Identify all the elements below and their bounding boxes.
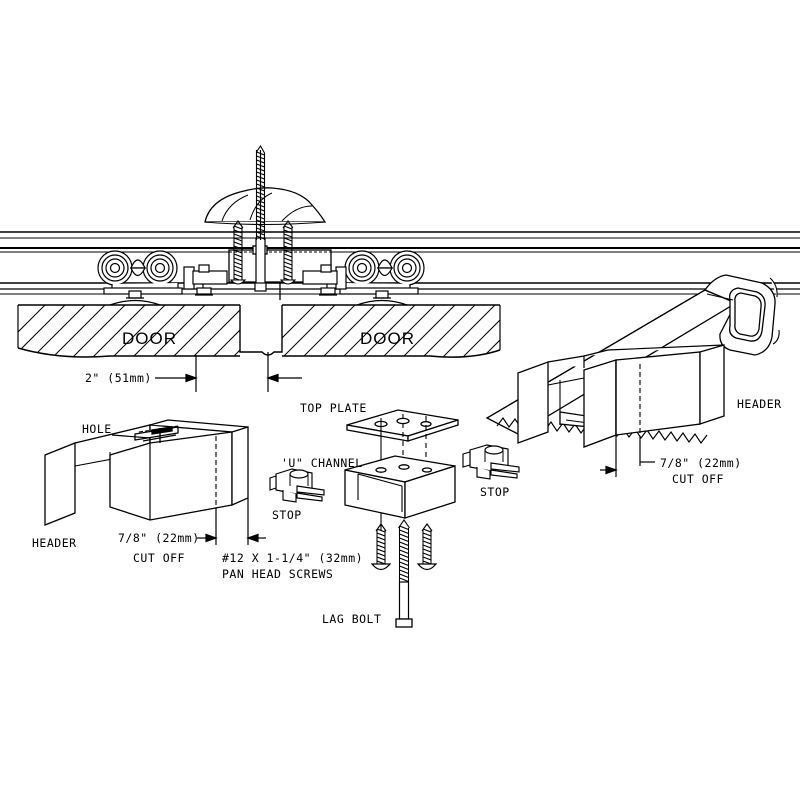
u-channel-label: 'U" CHANNEL — [281, 456, 363, 470]
hole-label: HOLE — [82, 422, 112, 436]
dimension-label-2in: 2" (51mm) — [85, 371, 152, 385]
header-hole-detail-view — [44, 419, 249, 526]
pan-head-screw-left-top — [229, 220, 247, 285]
cutoff-label-left: CUT OFF — [133, 551, 185, 565]
stop-label-right: STOP — [480, 485, 510, 499]
u-channel — [344, 455, 456, 519]
track-stop-left — [183, 264, 228, 296]
header-beam-right — [517, 344, 725, 448]
lag-bolt — [395, 519, 413, 628]
pan-head-screw-right — [416, 523, 438, 571]
cutoff-dimension-left — [197, 498, 266, 545]
pan-head-screws-spec: #12 X 1-1/4" (32mm) — [222, 551, 363, 565]
hole-leader-line — [111, 434, 151, 439]
track-stop-right — [302, 264, 347, 296]
stop-bracket-right — [462, 444, 520, 480]
pan-head-screw-right-top — [279, 220, 297, 285]
header-label-left: HEADER — [32, 536, 77, 550]
pan-head-screws-label: PAN HEAD SCREWS — [222, 567, 333, 581]
door-section-left — [17, 304, 240, 358]
cutoff-dimension-right — [600, 435, 655, 477]
door-label-left: DOOR — [122, 329, 177, 348]
top-plate-label: TOP PLATE — [300, 401, 367, 415]
pan-head-screw-left — [370, 523, 392, 571]
door-label-right: DOOR — [360, 329, 415, 348]
stop-bracket-left — [269, 468, 325, 503]
cutoff-dim-right: 7/8" (22mm) — [660, 456, 742, 470]
cutoff-label-right: CUT OFF — [672, 472, 724, 486]
lag-bolt-label: LAG BOLT — [322, 612, 381, 626]
lag-screw-center — [254, 144, 267, 292]
header-label-right: HEADER — [737, 397, 782, 411]
stop-label-left: STOP — [272, 508, 302, 522]
door-section-right — [282, 304, 501, 358]
dimension-2in — [155, 352, 302, 392]
cutoff-dim-left: 7/8" (22mm) — [118, 531, 200, 545]
